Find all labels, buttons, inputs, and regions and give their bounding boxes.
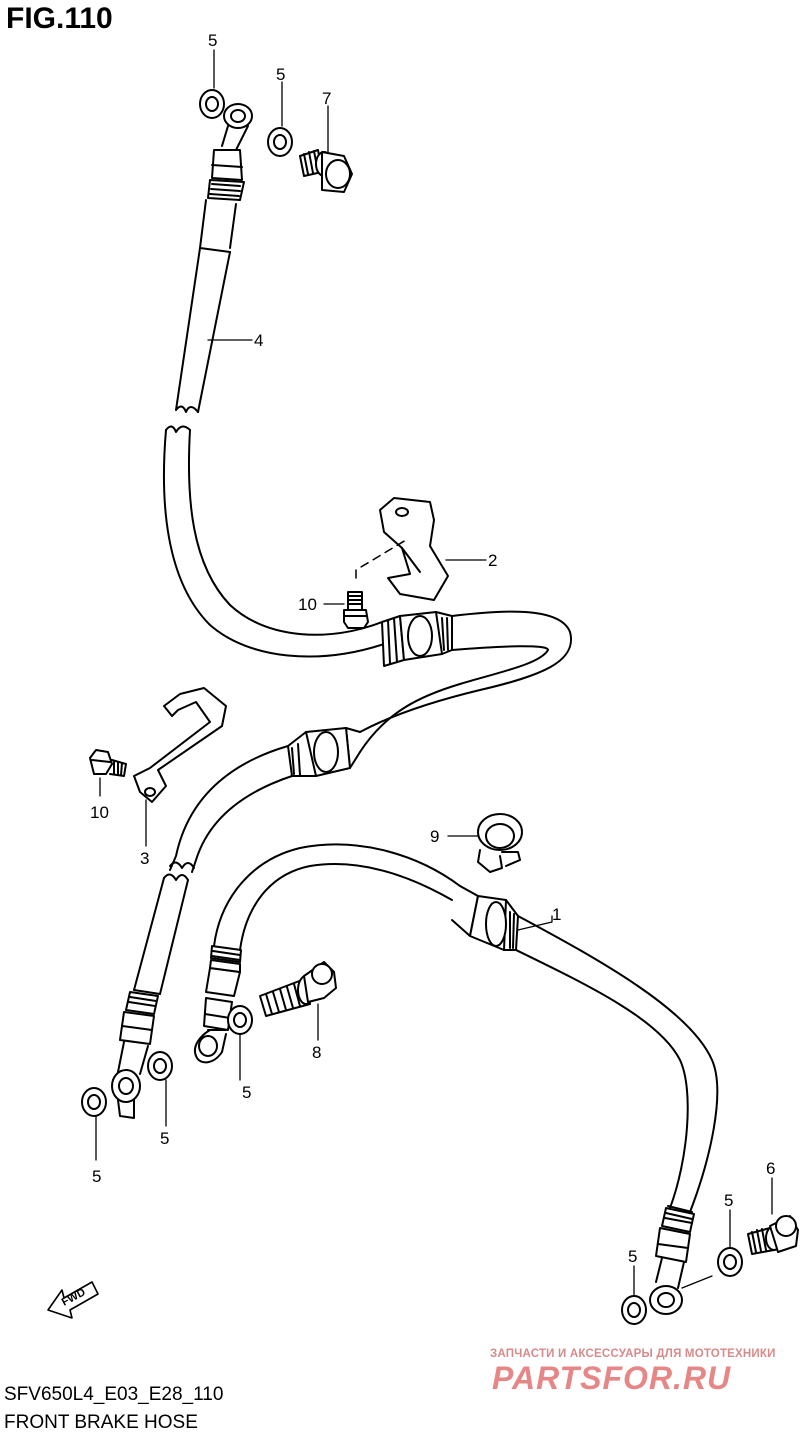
hose-1 bbox=[194, 843, 719, 1315]
hose-joint-lower bbox=[287, 727, 361, 777]
hose-4 bbox=[162, 103, 385, 658]
washer-left-outer bbox=[81, 1087, 107, 1117]
washer-left-inner bbox=[147, 1051, 173, 1081]
bolt-10-upper bbox=[343, 591, 369, 629]
washer-upper bbox=[267, 127, 293, 157]
callout-10-upper: 10 bbox=[298, 595, 317, 614]
callout-5-right-upper: 5 bbox=[724, 1191, 733, 1210]
bolt-8 bbox=[259, 961, 337, 1017]
bolt-7 bbox=[299, 149, 353, 193]
washer-right-upper bbox=[717, 1247, 743, 1277]
bolt-6 bbox=[747, 1215, 799, 1255]
washer-top bbox=[199, 89, 225, 119]
fwd-arrow-icon bbox=[47, 1281, 99, 1319]
callout-5-top: 5 bbox=[208, 31, 217, 50]
model-code: SFV650L4_E03_E28_110 bbox=[4, 1384, 224, 1405]
callout-9: 9 bbox=[430, 827, 439, 846]
watermark-tagline: ЗАПЧАСТИ И АКСЕССУАРЫ ДЛЯ МОТОТЕХНИКИ bbox=[490, 1348, 776, 1360]
callout-3: 3 bbox=[140, 849, 149, 868]
callout-5-left-inner: 5 bbox=[160, 1129, 169, 1148]
bracket-3 bbox=[133, 687, 227, 803]
leader-lines bbox=[95, 49, 773, 1297]
callout-2: 2 bbox=[488, 551, 497, 570]
callout-5-upper: 5 bbox=[276, 65, 285, 84]
bolt-10-lower bbox=[89, 749, 127, 777]
banjo-fitting-left-outer bbox=[111, 991, 159, 1119]
callout-8: 8 bbox=[312, 1043, 321, 1062]
callout-5-left-outer: 5 bbox=[92, 1167, 101, 1186]
washer-right-lower bbox=[621, 1295, 647, 1325]
clamp-9 bbox=[477, 813, 523, 873]
hose-joint-upper bbox=[381, 611, 453, 667]
callout-7: 7 bbox=[322, 89, 331, 108]
callout-5-right-lower: 5 bbox=[628, 1247, 637, 1266]
bracket-2 bbox=[379, 497, 449, 601]
callout-4: 4 bbox=[254, 331, 263, 350]
watermark-logo: PARTSFOR.RU bbox=[492, 1360, 732, 1396]
washer-mid bbox=[227, 1005, 253, 1035]
figure-caption: FRONT BRAKE HOSE bbox=[4, 1412, 198, 1433]
figure-title: FIG.110 bbox=[6, 2, 113, 35]
banjo-fitting-top bbox=[207, 103, 253, 201]
callout-10-lower: 10 bbox=[90, 803, 109, 822]
callout-5-mid: 5 bbox=[242, 1083, 251, 1102]
callout-6: 6 bbox=[766, 1159, 775, 1178]
callout-1: 1 bbox=[552, 905, 561, 924]
